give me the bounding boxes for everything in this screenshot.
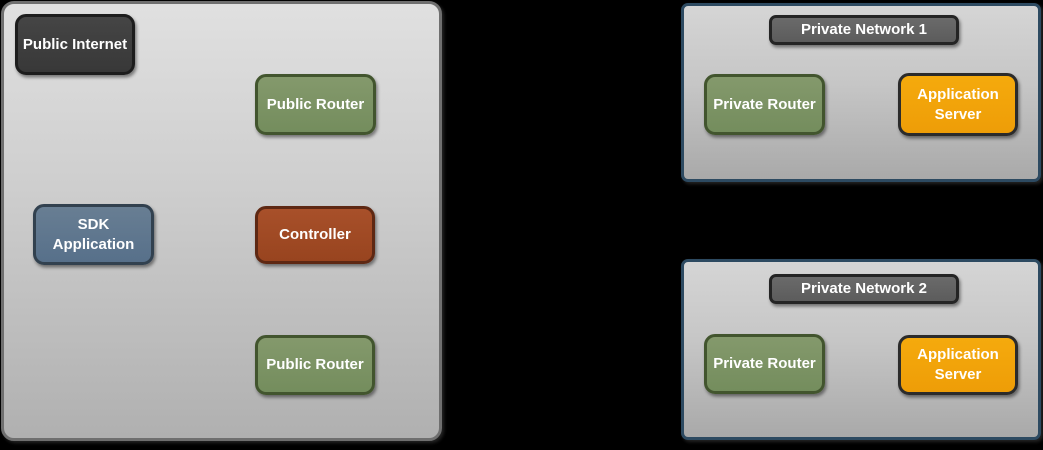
private-network-1-private-router-node: Private Router (704, 74, 825, 135)
public-cloud-container: Public Internet Public Router SDK Applic… (1, 1, 442, 441)
public-router-top-node: Public Router (255, 74, 376, 135)
controller-node: Controller (255, 206, 375, 264)
private-network-1-container: Private Network 1 Private Router Applica… (681, 3, 1041, 182)
private-network-2-private-router-node: Private Router (704, 334, 825, 394)
private-network-1-application-server-node: Application Server (898, 73, 1018, 136)
private-network-2-application-server-node: Application Server (898, 335, 1018, 395)
public-router-bottom-node: Public Router (255, 335, 375, 395)
public-internet-node: Public Internet (15, 14, 135, 75)
sdk-application-node: SDK Application (33, 204, 154, 265)
private-network-2-title: Private Network 2 (769, 274, 959, 304)
private-network-1-title: Private Network 1 (769, 15, 959, 45)
private-network-2-container: Private Network 2 Private Router Applica… (681, 259, 1041, 440)
